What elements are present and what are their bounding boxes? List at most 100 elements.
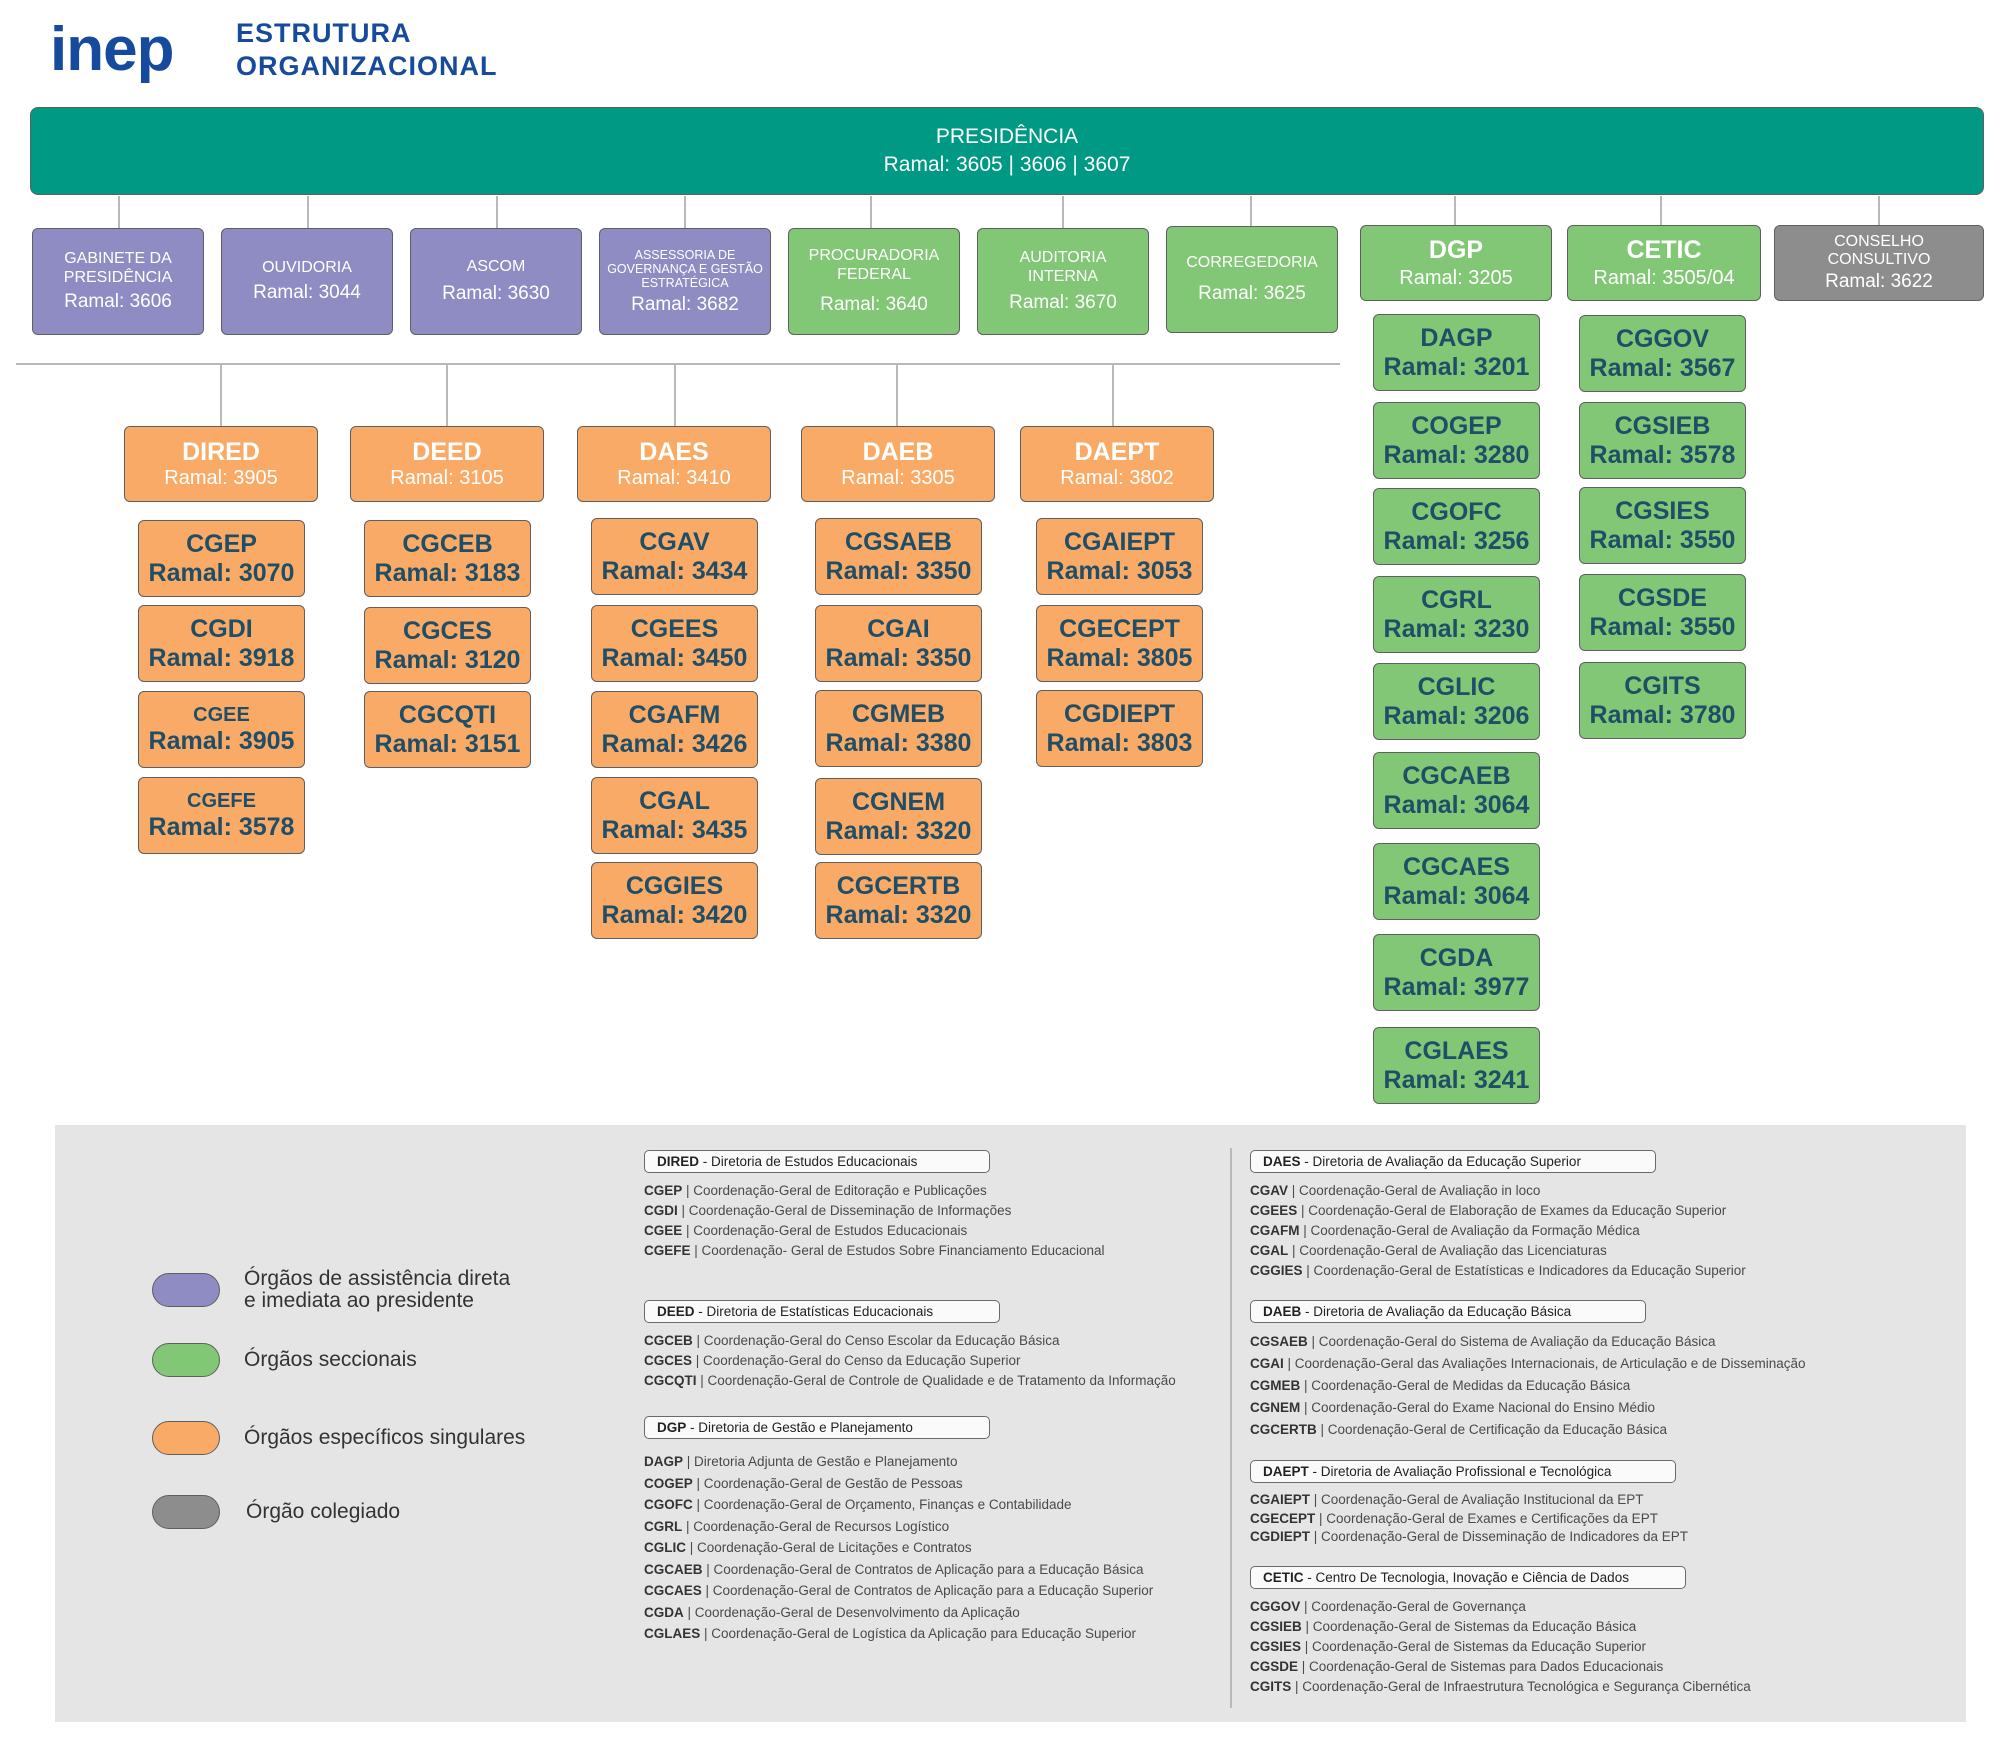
daeb-child-cgnem: CGNEM Ramal: 3320 xyxy=(815,778,982,855)
cetic-child-cgits: CGITS Ramal: 3780 xyxy=(1579,662,1746,739)
cgcaeb-ramal: Ramal: 3064 xyxy=(1383,790,1530,819)
conselho-name: CONSELHO CONSULTIVO xyxy=(1827,232,1931,269)
cgdiept-name: CGDIEPT xyxy=(1063,699,1176,728)
row-abbr: CGDA xyxy=(644,1604,684,1620)
row-abbr: CGAV xyxy=(1250,1183,1289,1198)
row-abbr: CGDIEPT xyxy=(1250,1529,1311,1544)
glossary-row: CGOFC | Coordenação-Geral de Orçamento, … xyxy=(644,1497,1072,1512)
cgdi-name: CGDI xyxy=(190,614,253,643)
row-text: Diretoria Adjunta de Gestão e Planejamen… xyxy=(694,1454,958,1469)
row-text: Coordenação-Geral de Avaliação Instituci… xyxy=(1321,1492,1644,1507)
dgp-child-cgcaeb: CGCAEB Ramal: 3064 xyxy=(1373,752,1540,829)
cgafm-name: CGAFM xyxy=(628,700,721,729)
title-line-1: ESTRUTURA xyxy=(236,18,412,48)
dagp-ramal: Ramal: 3201 xyxy=(1383,352,1530,381)
deed-child-cgceb: CGCEB Ramal: 3183 xyxy=(364,520,531,597)
auditoria-box: AUDITORIA INTERNA Ramal: 3670 xyxy=(977,228,1149,335)
row-abbr: CGRL xyxy=(644,1518,683,1534)
dgp-child-cgofc: CGOFC Ramal: 3256 xyxy=(1373,488,1540,565)
daeb-child-cgai: CGAI Ramal: 3350 xyxy=(815,605,982,682)
presidencia-ramal: Ramal: 3605 | 3606 | 3607 xyxy=(883,152,1131,176)
cgnem-name: CGNEM xyxy=(851,787,946,816)
cgai-ramal: Ramal: 3350 xyxy=(825,643,972,672)
row-abbr: CGCQTI xyxy=(644,1373,697,1388)
assessoria-name: ASSESSORIA DE GOVERNANÇA E GESTÃO ESTRAT… xyxy=(607,247,763,291)
cgees-ramal: Ramal: 3450 xyxy=(601,643,748,672)
glossary-row: CGCQTI | Coordenação-Geral de Controle d… xyxy=(644,1373,1176,1388)
assessoria-box: ASSESSORIA DE GOVERNANÇA E GESTÃO ESTRAT… xyxy=(599,228,771,335)
ouvidoria-box: OUVIDORIA Ramal: 3044 xyxy=(221,228,393,335)
glossary-row: CGDA | Coordenação-Geral de Desenvolvime… xyxy=(644,1604,1020,1620)
row-text: Coordenação- Geral de Estudos Sobre Fina… xyxy=(701,1243,1105,1258)
row-abbr: CGSDE xyxy=(1250,1659,1299,1674)
daes-child-cgafm: CGAFM Ramal: 3426 xyxy=(591,691,758,768)
dgp-child-cgcaes: CGCAES Ramal: 3064 xyxy=(1373,843,1540,920)
dgp-child-cglic: CGLIC Ramal: 3206 xyxy=(1373,663,1540,740)
legend-label: Órgão colegiado xyxy=(246,1499,401,1523)
row-text: Coordenação-Geral de Contratos de Aplica… xyxy=(713,1561,1144,1577)
row-text: Coordenação-Geral de Licitações e Contra… xyxy=(697,1540,972,1555)
glossary-row: CGEE | Coordenação-Geral de Estudos Educ… xyxy=(644,1223,968,1238)
row-text: Coordenação-Geral de Contratos de Aplica… xyxy=(712,1583,1154,1598)
row-text: Coordenação-Geral de Infraestrutura Tecn… xyxy=(1302,1679,1751,1694)
cgees-name: CGEES xyxy=(630,614,719,643)
dired-name: DIRED xyxy=(182,438,260,467)
glossary-row: CGSAEB | Coordenação-Geral do Sistema de… xyxy=(1250,1334,1716,1349)
row-abbr: CGCAES xyxy=(644,1583,702,1598)
row-text: Coordenação-Geral de Orçamento, Finanças… xyxy=(703,1497,1072,1512)
row-text: Coordenação-Geral de Medidas da Educação… xyxy=(1311,1378,1631,1393)
glossary-row: COGEP | Coordenação-Geral de Gestão de P… xyxy=(644,1475,963,1491)
row-text: Coordenação-Geral de Avaliação das Licen… xyxy=(1299,1243,1607,1258)
row-abbr: CGOFC xyxy=(644,1497,693,1512)
cgee-name: CGEE xyxy=(193,703,250,726)
row-text: Coordenação-Geral de Disseminação de Ind… xyxy=(1321,1529,1688,1544)
legend-swatch-orange xyxy=(152,1421,220,1455)
glossary-dgp: DGP - Diretoria de Gestão e Planejamento… xyxy=(644,1416,1153,1645)
cogep-name: COGEP xyxy=(1411,411,1502,440)
daept-ramal: Ramal: 3802 xyxy=(1060,466,1174,489)
cgda-name: CGDA xyxy=(1419,943,1494,972)
row-abbr: CGEES xyxy=(1250,1203,1298,1218)
cgnem-ramal: Ramal: 3320 xyxy=(825,816,972,845)
row-text: Coordenação-Geral de Controle de Qualida… xyxy=(707,1373,1176,1388)
glossary-daept: DAEPT - Diretoria de Avaliação Profissio… xyxy=(1250,1460,1688,1547)
daept-box: DAEPT Ramal: 3802 xyxy=(1020,426,1214,502)
heading-abbr: DAEPT xyxy=(1263,1464,1309,1479)
cgaiept-name: CGAIEPT xyxy=(1063,527,1176,556)
dired-child-cgefe: CGEFE Ramal: 3578 xyxy=(138,777,305,854)
glossary-heading: DAEPT - Diretoria de Avaliação Profissio… xyxy=(1250,1460,1676,1483)
glossary-heading: CETIC - Centro De Tecnologia, Inovação e… xyxy=(1250,1566,1686,1589)
row-text: Coordenação-Geral de Sistemas da Educaçã… xyxy=(1312,1619,1637,1634)
heading-title: Diretoria de Avaliação Profissional e Te… xyxy=(1320,1464,1612,1479)
row-text: Coordenação-Geral de Sistemas para Dados… xyxy=(1309,1659,1664,1674)
glossary-row: CGMEB | Coordenação-Geral de Medidas da … xyxy=(1250,1378,1631,1393)
row-text: Coordenação-Geral de Editoração e Public… xyxy=(693,1183,987,1198)
glossary-row: CGSIES | Coordenação-Geral de Sistemas d… xyxy=(1250,1639,1646,1654)
gabinete-ramal: Ramal: 3606 xyxy=(64,290,172,312)
row-abbr: CGAI xyxy=(1250,1356,1284,1371)
row-abbr: CGCERTB xyxy=(1250,1422,1317,1437)
cgafm-ramal: Ramal: 3426 xyxy=(601,729,748,758)
daeb-child-cgsaeb: CGSAEB Ramal: 3350 xyxy=(815,518,982,595)
daept-child-cgdiept: CGDIEPT Ramal: 3803 xyxy=(1036,690,1203,767)
daeb-name: DAEB xyxy=(862,438,934,467)
cglaes-name: CGLAES xyxy=(1404,1036,1509,1065)
cggov-name: CGGOV xyxy=(1615,324,1710,353)
row-abbr: CGECEPT xyxy=(1250,1510,1316,1526)
glossary-daes: DAES - Diretoria de Avaliação da Educaçã… xyxy=(1250,1150,1746,1281)
glossary-heading: DGP - Diretoria de Gestão e Planejamento xyxy=(644,1416,990,1439)
row-text: Coordenação-Geral de Avaliação in loco xyxy=(1299,1183,1541,1198)
glossary-row: CGDI | Coordenação-Geral de Disseminação… xyxy=(644,1203,1012,1218)
daes-box: DAES Ramal: 3410 xyxy=(577,426,771,502)
auditoria-ramal: Ramal: 3670 xyxy=(1009,291,1117,313)
row-abbr: CGDI xyxy=(644,1203,678,1218)
assessoria-ramal: Ramal: 3682 xyxy=(631,293,739,315)
glossary-cetic: CETIC - Centro De Tecnologia, Inovação e… xyxy=(1250,1566,1751,1697)
daept-name: DAEPT xyxy=(1074,438,1160,467)
cogep-ramal: Ramal: 3280 xyxy=(1383,440,1530,469)
legend-swatch-purple xyxy=(152,1273,220,1308)
glossary-row: CGEFE | Coordenação- Geral de Estudos So… xyxy=(644,1243,1105,1258)
glossary-row: CGCERTB | Coordenação-Geral de Certifica… xyxy=(1250,1422,1667,1437)
ascom-ramal: Ramal: 3630 xyxy=(442,282,550,304)
glossary-row: CGLAES | Coordenação-Geral de Logística … xyxy=(644,1626,1137,1641)
